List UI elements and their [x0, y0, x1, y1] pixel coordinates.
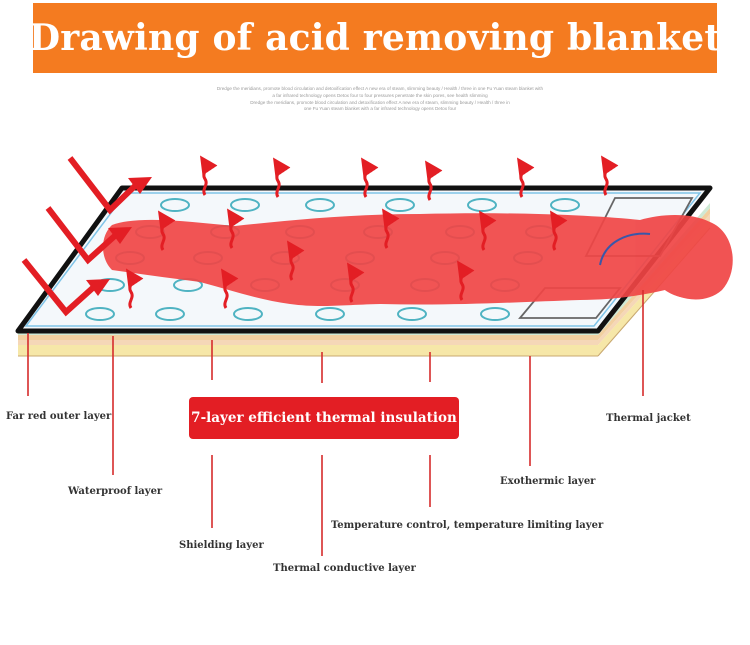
body-silhouette	[103, 213, 733, 307]
fine-print-line: Dredge the meridians, promote blood circ…	[216, 86, 544, 91]
fine-print: Dredge the meridians, promote blood circ…	[170, 86, 590, 113]
head-outline	[599, 232, 651, 266]
pad-inner-edge	[24, 192, 702, 327]
steam-arrows	[126, 155, 619, 309]
fine-print-line: a far infrared technology opens Detox fo…	[272, 92, 488, 98]
title-banner: Drawing of acid removing blanket	[29, 3, 721, 73]
label-shielding-layer: Shielding layer	[179, 540, 264, 551]
leader-lines	[27, 290, 644, 556]
fine-print-line: one Fu Yuan steam blanket with a far inf…	[303, 106, 457, 112]
label-thermal-jacket: Thermal jacket	[606, 413, 691, 424]
insulation-badge-label: 7-layer efficient thermal insulation	[191, 410, 457, 426]
infrared-arrowheads	[86, 177, 152, 296]
label-temperature-control-layer: Temperature control, temperature limitin…	[331, 520, 604, 531]
insulation-badge: 7-layer efficient thermal insulation	[189, 397, 459, 439]
label-waterproof-layer: Waterproof layer	[68, 486, 163, 497]
page-title: Drawing of acid removing blanket	[28, 17, 722, 59]
label-thermal-conductive-layer: Thermal conductive layer	[273, 563, 416, 574]
label-far-red-outer-layer: Far red outer layer	[6, 411, 112, 422]
fine-print-line: Dredge the meridians, promote blood circ…	[250, 99, 510, 105]
infrared-arrows	[21, 156, 141, 317]
label-exothermic-layer: Exothermic layer	[500, 476, 596, 487]
